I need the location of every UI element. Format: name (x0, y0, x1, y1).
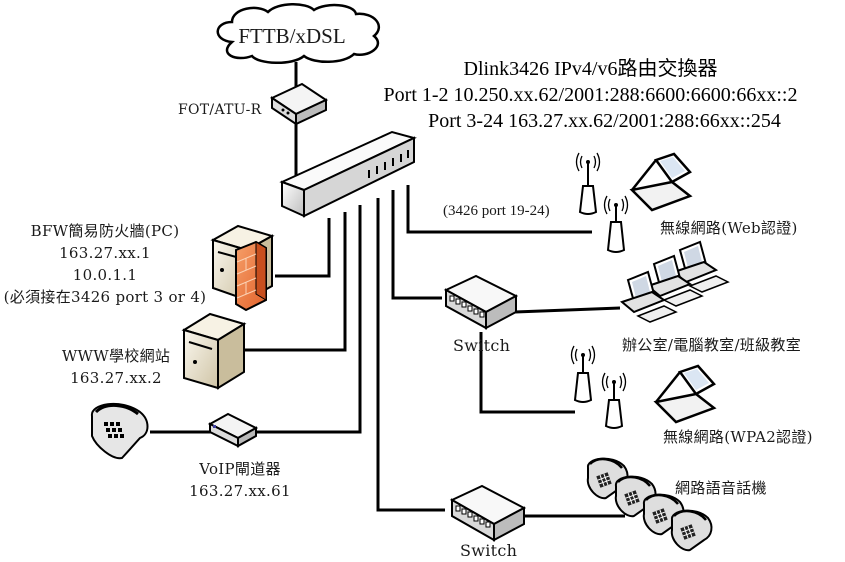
firewall-note: (必須接在3426 port 3 or 4) (3, 288, 207, 306)
cloud-icon (216, 3, 381, 64)
cloud-label: FTTB/xDSL (238, 24, 346, 48)
switch-phones-icon (449, 484, 527, 542)
access-point-icon (603, 195, 629, 253)
telephone-icon (91, 402, 149, 460)
laptop-icon (653, 364, 717, 424)
desktop-pc (645, 254, 704, 307)
switch-office-label: Switch (453, 336, 511, 355)
wireless-web-port-note: (3426 port 19-24) (443, 203, 550, 219)
access-point-icon (575, 152, 601, 215)
ip-phones-label: 網路語音話機 (675, 479, 767, 497)
connection-lines (150, 62, 625, 518)
router-title: Dlink3426 IPv4/v6路由交換器 (463, 58, 718, 80)
line-router-firewall (275, 218, 331, 278)
access-point-icon (601, 372, 627, 429)
switch-phones-label: Switch (460, 541, 518, 560)
line-router-switch-office (391, 190, 442, 300)
line-router-voip (255, 205, 362, 434)
voip-gateway-name: VoIP閘道器 (199, 460, 281, 478)
brick-wall-icon (235, 240, 267, 312)
switch-office-icon (443, 274, 519, 330)
web-server-icon (181, 312, 247, 390)
ip-phones-icon (586, 457, 713, 552)
firewall-server-icon (210, 224, 275, 312)
web-server-label-block: WWW學校網站 163.27.xx.2 (36, 345, 196, 389)
voip-gateway-ip: 163.27.xx.61 (189, 482, 291, 500)
wireless-web-label: 無線網路(Web認證) (660, 219, 798, 237)
classrooms-label: 辦公室/電腦教室/班級教室 (622, 336, 802, 354)
access-point-icon (570, 345, 596, 403)
line-switch-office-pcs (514, 306, 621, 314)
line-switch-office-wpa2 (479, 332, 575, 414)
router-port-3-24: Port 3-24 163.27.xx.62/2001:288:66xx::25… (428, 110, 781, 132)
laptop-icon (629, 152, 693, 212)
line-router-switch-phones (376, 198, 445, 512)
router-title-block: Dlink3426 IPv4/v6路由交換器 Port 1-2 10.250.x… (338, 56, 843, 134)
line-router-webserver (245, 212, 347, 352)
web-server-ip: 163.27.xx.2 (70, 369, 162, 387)
web-server-name: WWW學校網站 (61, 347, 171, 365)
voip-gateway-label-block: VoIP閘道器 163.27.xx.61 (160, 458, 320, 502)
router-port-1-2: Port 1-2 10.250.xx.62/2001:288:6600:6600… (383, 84, 798, 106)
modem-icon (269, 82, 329, 126)
firewall-label-block: BFW簡易防火牆(PC) 163.27.xx.1 10.0.1.1 (必須接在3… (0, 220, 210, 308)
voip-gateway-icon (207, 412, 259, 448)
ip-phone (670, 509, 713, 552)
desktop-pc (619, 270, 678, 323)
core-router-icon (279, 130, 417, 218)
firewall-ip-public: 163.27.xx.1 (59, 244, 151, 262)
modem-label: FOT/ATU-R (178, 102, 262, 118)
firewall-ip-private: 10.0.1.1 (72, 266, 138, 284)
line-router-wireless-web (406, 185, 592, 234)
wireless-wpa2-label: 無線網路(WPA2認證) (663, 428, 813, 446)
desktop-computers-icon (619, 240, 730, 323)
firewall-name: BFW簡易防火牆(PC) (30, 222, 180, 240)
